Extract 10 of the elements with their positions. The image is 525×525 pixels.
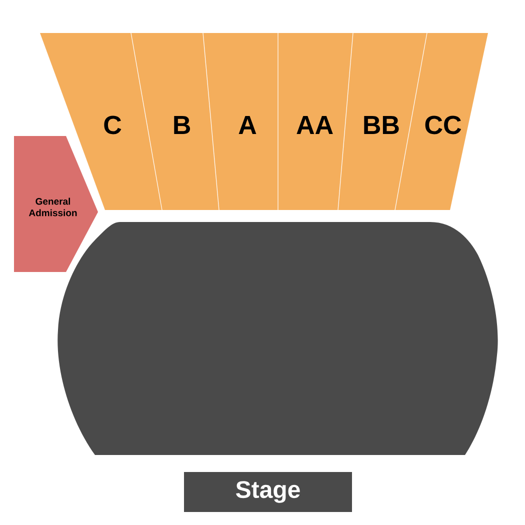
stage-block: Stage (184, 472, 352, 512)
floor-area (58, 222, 498, 455)
node-label: B (174, 116, 190, 134)
seating-section: B (131, 33, 219, 210)
node-label: CC (425, 116, 462, 134)
seating-section: A (203, 33, 278, 210)
seating-section: General Admission (14, 136, 98, 272)
node-label: C (104, 116, 122, 134)
node-label: A (238, 116, 256, 134)
node-label: AA (296, 116, 333, 134)
